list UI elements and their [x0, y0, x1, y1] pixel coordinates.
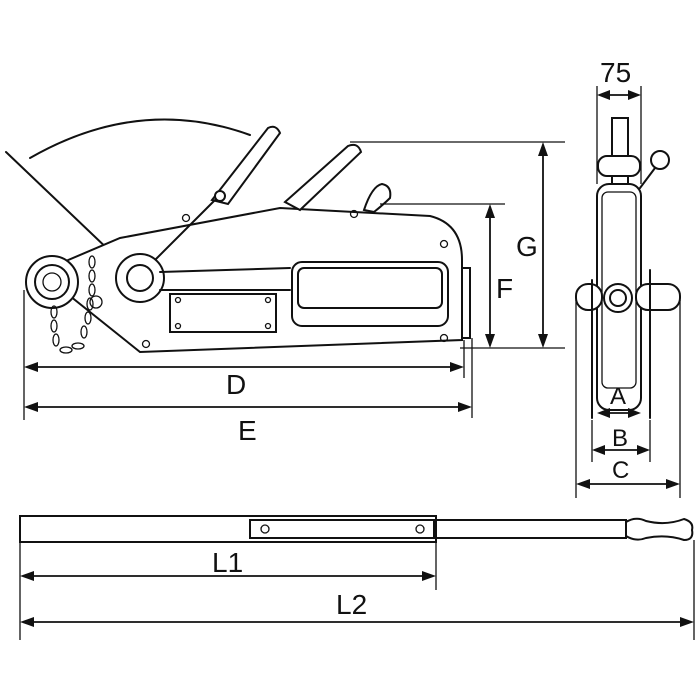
end-right-lobe — [635, 283, 681, 311]
end-pivot-inner — [609, 289, 627, 307]
tube-slot-plate — [249, 519, 435, 539]
body-rivet — [439, 333, 449, 343]
slot-rivet — [415, 524, 425, 534]
forward-lever — [210, 125, 282, 206]
dim-d-label: D — [226, 369, 246, 400]
body-rivet — [181, 213, 191, 223]
anchor-inner — [42, 272, 62, 292]
plate-rivet — [174, 322, 182, 330]
main-pivot-inner — [126, 264, 154, 292]
dim-a-label: A — [610, 383, 626, 410]
side-view-dimensions: D E F G — [23, 141, 565, 446]
dim-b-label: B — [612, 425, 628, 452]
release-knob — [362, 182, 392, 214]
body-rivet — [439, 239, 449, 249]
plate-rivet — [264, 322, 272, 330]
dim-g-label: G — [516, 231, 538, 262]
body-rivet — [141, 339, 151, 349]
dim-l2-label: L2 — [336, 589, 367, 620]
end-view-dimensions: 75 A B C — [575, 57, 681, 498]
telescopic-handle — [19, 515, 694, 543]
name-plate — [169, 293, 277, 333]
handle-grip — [625, 517, 694, 542]
plate-rivet — [264, 296, 272, 304]
end-left-lobe — [575, 283, 603, 311]
end-top-crossbar — [597, 155, 641, 177]
dim-l1-label: L1 — [212, 547, 243, 578]
plate-rivet — [174, 296, 182, 304]
rope-guide — [461, 267, 471, 339]
reverse-lever — [283, 143, 363, 212]
lever-pivot — [214, 190, 226, 202]
end-release-knob — [650, 150, 670, 170]
body-rivet — [89, 295, 103, 309]
body-rivet — [349, 209, 359, 219]
side-view — [5, 118, 471, 354]
side-window-inner — [297, 267, 443, 309]
handle-swing-arc — [29, 118, 251, 159]
anchor-mid — [34, 264, 70, 300]
dim-f-label: F — [496, 273, 513, 304]
dim-e-label: E — [238, 415, 257, 446]
end-view — [575, 117, 681, 419]
dim-c-label: C — [612, 457, 629, 484]
top-rail — [159, 267, 291, 273]
handle-dimensions: L1 L2 — [19, 540, 695, 640]
dim-75-label: 75 — [600, 57, 631, 88]
inner-tube — [435, 519, 627, 539]
safety-chain — [50, 255, 96, 354]
slot-rivet — [260, 524, 270, 534]
